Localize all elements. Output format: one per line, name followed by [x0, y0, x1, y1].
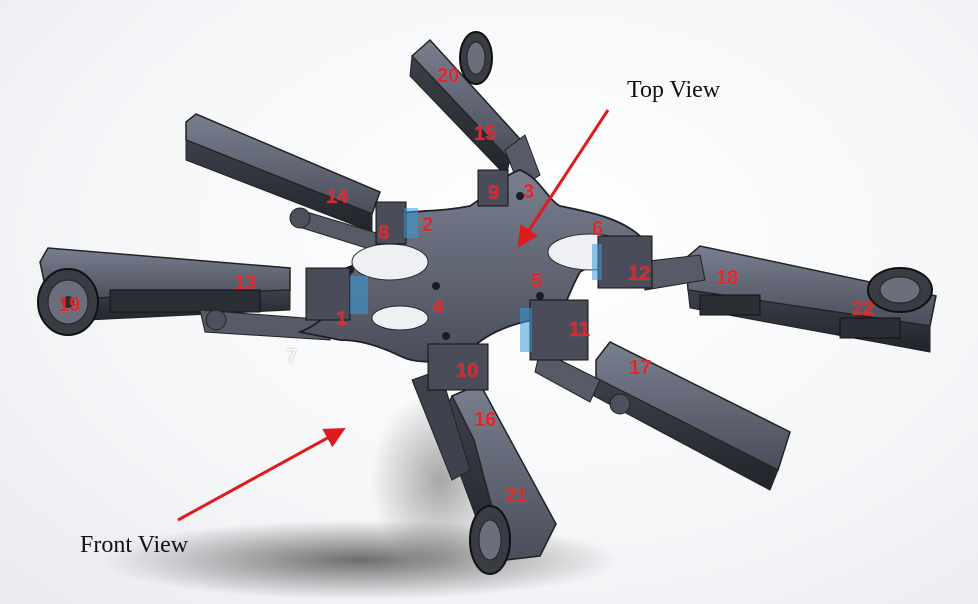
top-view-caption: Top View	[627, 77, 721, 103]
label-19: 19	[58, 294, 81, 316]
servo-10	[427, 343, 489, 391]
label-3: 3	[523, 181, 535, 203]
label-20: 20	[437, 65, 460, 87]
leg-right	[639, 245, 937, 353]
label-14: 14	[326, 186, 349, 208]
label-5: 5	[531, 270, 543, 292]
top-view-arrow	[517, 109, 610, 248]
label-9: 9	[488, 182, 500, 204]
leg-top	[409, 38, 541, 189]
servo-9	[477, 169, 509, 207]
wheel-20	[459, 31, 493, 85]
label-10: 10	[456, 360, 479, 382]
label-15: 15	[474, 123, 497, 145]
front-view-caption: Front View	[80, 532, 189, 558]
label-16: 16	[474, 409, 497, 431]
servo-12	[592, 235, 653, 289]
label-1: 1	[336, 308, 348, 330]
front-view-arrow	[177, 427, 346, 522]
servo-8	[375, 201, 418, 245]
label-4: 4	[432, 296, 444, 318]
wheel-21	[469, 505, 511, 575]
wheel-22	[867, 267, 933, 313]
wheel-19	[37, 268, 99, 336]
leg-lower-right	[534, 341, 791, 491]
servo-11	[520, 299, 589, 361]
label-8: 8	[378, 222, 390, 244]
label-21: 21	[505, 485, 528, 507]
leg-upper-left	[185, 113, 401, 257]
label-18: 18	[716, 267, 739, 289]
label-11: 11	[569, 319, 591, 341]
label-22: 22	[852, 298, 875, 320]
label-13: 13	[234, 272, 257, 294]
servo-1	[305, 267, 368, 321]
label-12: 12	[628, 263, 651, 285]
label-7: 7	[286, 346, 298, 368]
label-2: 2	[422, 214, 434, 236]
leg-left	[39, 247, 331, 341]
label-17: 17	[629, 357, 652, 379]
label-6: 6	[592, 218, 604, 240]
